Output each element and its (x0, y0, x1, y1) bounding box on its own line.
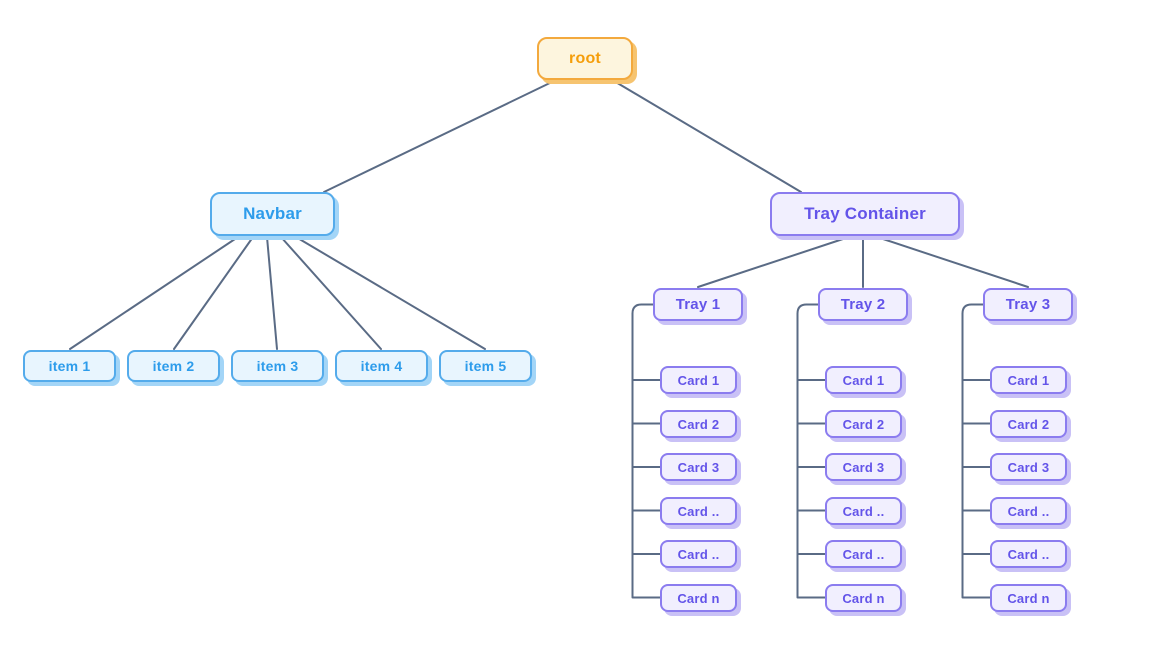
node-item-5: item 5 (439, 350, 532, 382)
edge-tray-1-cards (631, 303, 661, 599)
node-tray-3: Tray 3 (983, 288, 1073, 321)
node-tray-3-card-5: Card .. (990, 540, 1067, 568)
edge-tray-3-cards (961, 303, 991, 599)
node-navbar: Navbar (210, 192, 335, 236)
edge-root-tray-container (613, 80, 802, 193)
edge-tray-2-cards (796, 303, 826, 599)
node-tray-1-card-3: Card 3 (660, 453, 737, 481)
node-tray-2-card-1: Card 1 (825, 366, 902, 394)
node-tray-1: Tray 1 (653, 288, 743, 321)
node-tray-3-card-6: Card n (990, 584, 1067, 612)
edge-navbar-item-4 (280, 236, 382, 350)
node-item-1: item 1 (23, 350, 116, 382)
node-tray-3-card-4: Card .. (990, 497, 1067, 525)
node-root: root (537, 37, 633, 80)
node-tray-3-card-1: Card 1 (990, 366, 1067, 394)
node-tray-1-card-2: Card 2 (660, 410, 737, 438)
node-tray-2-card-6: Card n (825, 584, 902, 612)
node-tray-1-card-4: Card .. (660, 497, 737, 525)
node-tray-3-card-2: Card 2 (990, 410, 1067, 438)
node-tray-1-card-5: Card .. (660, 540, 737, 568)
node-tray-container: Tray Container (770, 192, 960, 236)
node-item-2: item 2 (127, 350, 220, 382)
node-tray-1-card-6: Card n (660, 584, 737, 612)
edge-navbar-item-5 (295, 236, 486, 350)
edge-navbar-item-2 (173, 236, 254, 350)
node-tray-1-card-1: Card 1 (660, 366, 737, 394)
node-item-3: item 3 (231, 350, 324, 382)
node-tray-2-card-4: Card .. (825, 497, 902, 525)
node-tray-3-card-3: Card 3 (990, 453, 1067, 481)
edge-navbar-item-3 (266, 236, 278, 350)
edge-container-tray-1 (697, 236, 850, 288)
edge-container-tray-3 (876, 236, 1029, 288)
node-tray-2-card-2: Card 2 (825, 410, 902, 438)
node-tray-2: Tray 2 (818, 288, 908, 321)
node-tray-2-card-5: Card .. (825, 540, 902, 568)
node-item-4: item 4 (335, 350, 428, 382)
edge-root-navbar (323, 80, 555, 193)
node-tray-2-card-3: Card 3 (825, 453, 902, 481)
edge-navbar-item-1 (69, 236, 239, 350)
